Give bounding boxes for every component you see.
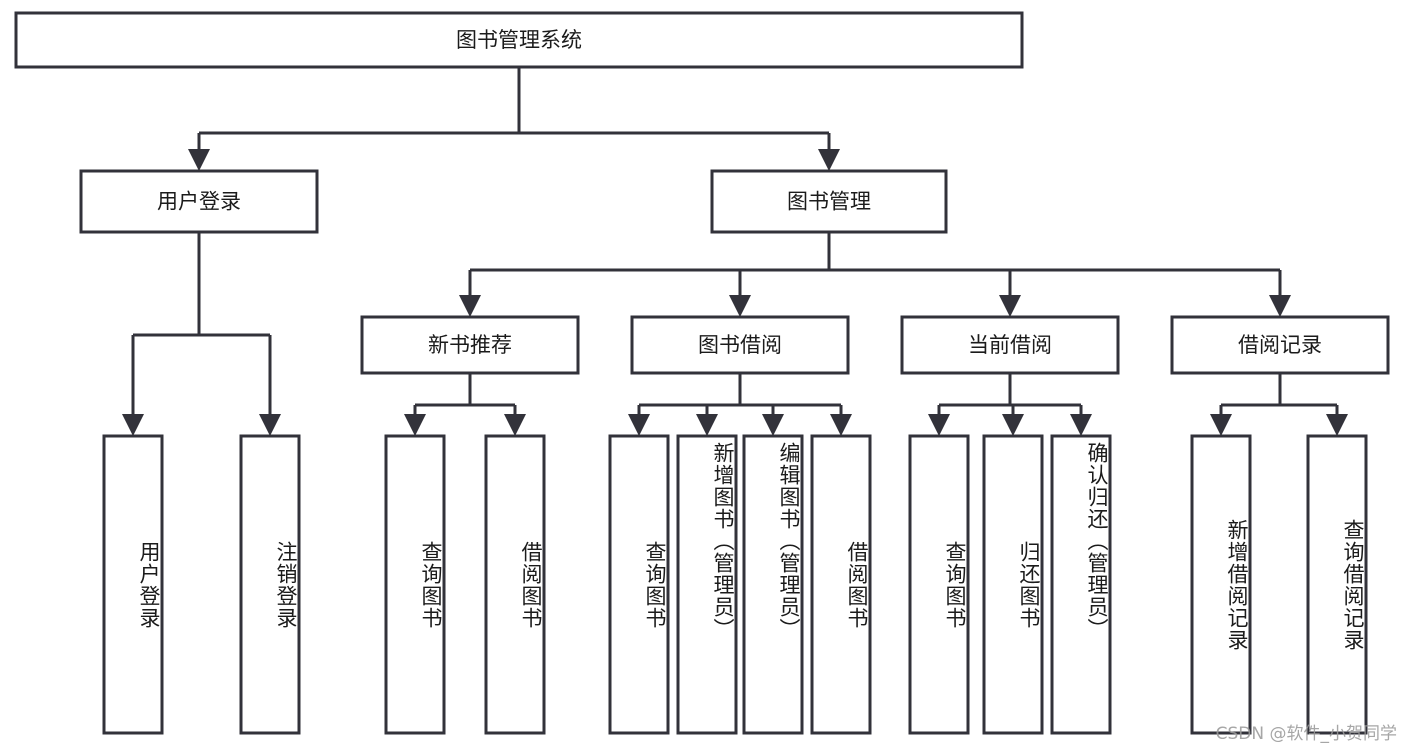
node-leaf-edit-book-rect[interactable] xyxy=(742,434,804,735)
node-leaf-borrow-book-2[interactable] xyxy=(810,434,872,735)
node-new-book-rec[interactable]: 新书推荐 xyxy=(360,315,580,375)
arrow-head-icon-leaf-query-book-1 xyxy=(404,414,426,436)
node-book-manage[interactable]: 图书管理 xyxy=(710,169,948,234)
node-leaf-add-book[interactable] xyxy=(676,434,738,735)
arrow-head-icon-leaf-logout xyxy=(259,414,281,436)
connector-layer xyxy=(122,67,1348,436)
node-leaf-query-record[interactable] xyxy=(1306,434,1368,735)
node-borrow-record[interactable]: 借阅记录 xyxy=(1170,315,1390,375)
node-borrow-record-label: 借阅记录 xyxy=(1238,333,1322,357)
node-leaf-add-record[interactable] xyxy=(1190,434,1252,735)
node-leaf-borrow-book-1[interactable] xyxy=(484,434,546,735)
node-leaf-confirm-return-rect[interactable] xyxy=(1050,434,1112,735)
node-book-manage-label: 图书管理 xyxy=(787,190,871,214)
node-user-login[interactable]: 用户登录 xyxy=(79,169,319,234)
node-leaf-query-book-2[interactable] xyxy=(608,434,670,735)
node-leaf-logout-rect[interactable] xyxy=(239,434,301,735)
node-leaf-query-book-1-rect[interactable] xyxy=(384,434,446,735)
node-leaf-borrow-book-2-rect[interactable] xyxy=(810,434,872,735)
node-leaf-user-login-rect[interactable] xyxy=(102,434,164,735)
arrow-head-icon-leaf-confirm-return xyxy=(1070,414,1092,436)
arrow-head-icon-new-book-rec xyxy=(459,295,481,317)
arrow-head-icon-leaf-add-record xyxy=(1210,414,1232,436)
node-book-borrow-rect[interactable] xyxy=(630,315,850,375)
node-leaf-confirm-return[interactable] xyxy=(1050,434,1112,735)
node-root-box-label: 图书管理系统 xyxy=(456,28,582,52)
watermark-text: CSDN @软件_小贺同学 xyxy=(1215,724,1397,744)
node-user-login-label: 用户登录 xyxy=(157,190,241,214)
node-leaf-query-book-3[interactable] xyxy=(908,434,970,735)
node-leaf-borrow-book-1-rect[interactable] xyxy=(484,434,546,735)
node-leaf-query-book-3-rect[interactable] xyxy=(908,434,970,735)
arrow-head-icon-leaf-user-login xyxy=(122,414,144,436)
arrow-head-icon-leaf-query-book-3 xyxy=(928,414,950,436)
arrow-head-icon-leaf-query-record xyxy=(1326,414,1348,436)
node-root-box[interactable]: 图书管理系统 xyxy=(14,11,1024,69)
arrow-head-icon-book-manage xyxy=(818,149,840,171)
node-leaf-edit-book[interactable] xyxy=(742,434,804,735)
node-leaf-logout[interactable] xyxy=(239,434,301,735)
arrow-head-icon-current-borrow xyxy=(999,295,1021,317)
arrow-head-icon-leaf-borrow-book-1 xyxy=(504,414,526,436)
node-current-borrow[interactable]: 当前借阅 xyxy=(900,315,1120,375)
node-new-book-rec-rect[interactable] xyxy=(360,315,580,375)
node-book-borrow[interactable]: 图书借阅 xyxy=(630,315,850,375)
node-leaf-query-record-rect[interactable] xyxy=(1306,434,1368,735)
node-book-borrow-label: 图书借阅 xyxy=(698,333,782,357)
node-root-box-rect[interactable] xyxy=(14,11,1024,69)
arrow-head-icon-leaf-add-book xyxy=(696,414,718,436)
node-new-book-rec-label: 新书推荐 xyxy=(428,333,512,357)
node-leaf-query-book-2-rect[interactable] xyxy=(608,434,670,735)
node-leaf-return-book[interactable] xyxy=(982,434,1044,735)
arrow-head-icon-leaf-borrow-book-2 xyxy=(830,414,852,436)
arrow-head-icon-leaf-query-book-2 xyxy=(628,414,650,436)
arrow-head-icon-borrow-record xyxy=(1269,295,1291,317)
arrow-head-icon-user-login xyxy=(188,149,210,171)
node-borrow-record-rect[interactable] xyxy=(1170,315,1390,375)
node-leaf-return-book-rect[interactable] xyxy=(982,434,1044,735)
arrow-head-icon-book-borrow xyxy=(729,295,751,317)
node-leaf-add-book-rect[interactable] xyxy=(676,434,738,735)
arrow-head-icon-leaf-edit-book xyxy=(762,414,784,436)
node-current-borrow-rect[interactable] xyxy=(900,315,1120,375)
node-current-borrow-label: 当前借阅 xyxy=(968,333,1052,357)
arrow-head-icon-leaf-return-book xyxy=(1002,414,1024,436)
node-user-login-rect[interactable] xyxy=(79,169,319,234)
node-book-manage-rect[interactable] xyxy=(710,169,948,234)
node-leaf-user-login[interactable] xyxy=(102,434,164,735)
node-leaf-query-book-1[interactable] xyxy=(384,434,446,735)
node-leaf-add-record-rect[interactable] xyxy=(1190,434,1252,735)
